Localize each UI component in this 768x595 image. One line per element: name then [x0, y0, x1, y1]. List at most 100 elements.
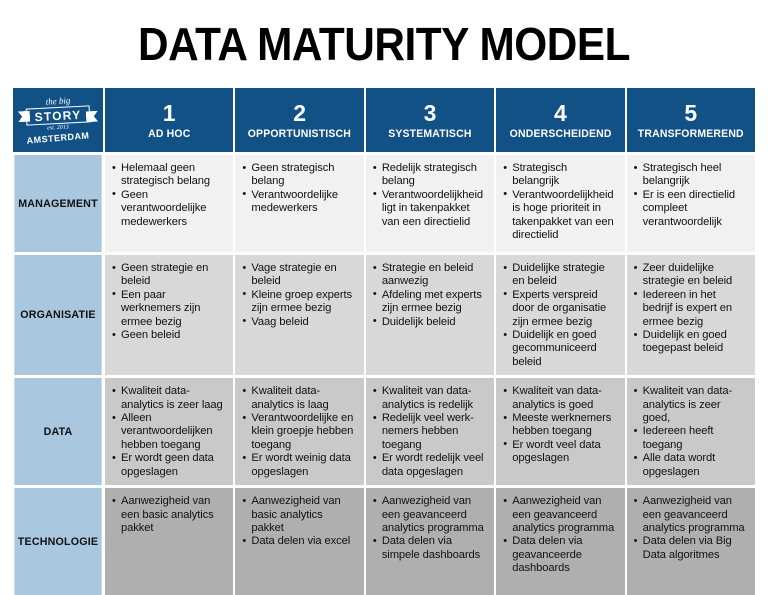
bullet-list: Strategie en beleid aanwezigAfdeling met…: [373, 262, 486, 329]
row-label-management: MANAGEMENT: [14, 155, 102, 252]
bullet-item: Geen verantwoordelijke medewerkers: [112, 188, 225, 229]
bullet-item: Alle data wordt opgeslagen: [634, 452, 747, 479]
bullet-item: Er wordt geen data opgeslagen: [112, 452, 225, 479]
bullet-item: Vaag beleid: [242, 315, 355, 329]
cell-management-4: Strategisch belangrijkVerantwoordelijkhe…: [496, 155, 625, 252]
cell-technologie-3: Aanwezigheid van een geavanceerd analyti…: [365, 488, 495, 595]
bullet-item: Redelijk veel werk-nemers hebben toegang: [373, 412, 486, 452]
bullet-item: Strategisch heel belangrijk: [634, 162, 747, 189]
bullet-item: Kwaliteit data-analytics is zeer laag: [112, 385, 225, 412]
bullet-list: Strategisch belangrijkVerantwoordelijkhe…: [503, 162, 616, 242]
cell-management-5: Strategisch heel belangrijkEr is een dir…: [626, 155, 756, 252]
column-number: 1: [162, 100, 176, 126]
row-label-data: DATA: [14, 378, 102, 486]
logo-line-story: STORY: [34, 107, 82, 124]
bullet-list: Kwaliteit data-analytics is laagVerantwo…: [242, 385, 355, 479]
matrix-row-data: DATA Kwaliteit data-analytics is zeer la…: [13, 378, 756, 486]
bullet-item: Duidelijk en goed toegepast beleid: [634, 329, 747, 356]
bullet-item: Afdeling met experts zijn ermee bezig: [373, 288, 486, 316]
cell-organisatie-2: Vage strategie en beleidKleine groep exp…: [235, 255, 364, 376]
column-header-1: 1 AD HOC: [105, 88, 234, 152]
page-title: DATA MATURITY MODEL: [138, 18, 630, 70]
bullet-item: Iedereen heeft toegang: [634, 425, 747, 452]
bullet-item: Kwaliteit van data-analytics is goed: [503, 385, 616, 412]
bullet-item: Kwaliteit van data-analytics is zeer goe…: [634, 385, 747, 425]
bullet-item: Kleine groep experts zijn ermee bezig: [242, 288, 355, 316]
bullet-item: Alleen verantwoordelijken hebben toegang: [112, 412, 225, 452]
bullet-item: Data delen via Big Data algoritmes: [634, 535, 747, 562]
column-header-5: 5 TRANSFORMEREND: [626, 88, 756, 152]
cell-management-1: Helemaal geen strategisch belangGeen ver…: [105, 155, 234, 252]
bullet-list: Kwaliteit data-analytics is zeer laagAll…: [112, 385, 225, 479]
column-label: ONDERSCHEIDEND: [509, 128, 612, 140]
row-label-technologie: TECHNOLOGIE: [14, 488, 102, 595]
bullet-list: Vage strategie en beleidKleine groep exp…: [242, 262, 355, 329]
bullet-item: Geen strategie en beleid: [112, 262, 225, 289]
bullet-item: Duidelijke strategie en beleid: [503, 262, 616, 289]
bullet-list: Aanwezigheid van basic analytics pakketD…: [242, 495, 355, 549]
column-label: OPPORTUNISTISCH: [247, 128, 352, 140]
bullet-item: Kwaliteit van data-analytics is redelijk: [373, 385, 486, 412]
bullet-item: Verantwoordelijke medewerkers: [242, 188, 355, 216]
column-header-4: 4 ONDERSCHEIDEND: [496, 88, 625, 152]
the-big-story-amsterdam-logo: the big STORY est. 2013 AMSTERDAM: [18, 92, 98, 148]
bullet-item: Aanwezigheid van een geavanceerd analyti…: [634, 495, 747, 535]
column-header-3: 3 SYSTEMATISCH: [365, 88, 495, 152]
bullet-item: Zeer duidelijke strategie en beleid: [634, 262, 747, 289]
matrix-header-row: the big STORY est. 2013 AMSTERDAM 1 AD H…: [13, 88, 756, 152]
bullet-item: Geen strategisch belang: [242, 162, 355, 189]
cell-data-3: Kwaliteit van data-analytics is redelijk…: [365, 378, 495, 486]
bullet-item: Verantwoordelijke en klein groepje hebbe…: [242, 412, 355, 452]
bullet-list: Kwaliteit van data-analytics is goedMees…: [503, 385, 616, 465]
cell-data-1: Kwaliteit data-analytics is zeer laagAll…: [105, 378, 234, 486]
matrix-row-technologie: TECHNOLOGIE Aanwezigheid van een basic a…: [13, 488, 756, 595]
bullet-item: Duidelijk en goed gecommuniceerd beleid: [503, 329, 616, 369]
cell-technologie-1: Aanwezigheid van een basic analytics pak…: [105, 488, 234, 595]
bullet-list: Aanwezigheid van een geavanceerd analyti…: [634, 495, 747, 562]
bullet-list: Aanwezigheid van een geavanceerd analyti…: [373, 495, 486, 562]
bullet-item: Aanwezigheid van een basic analytics pak…: [112, 495, 225, 535]
cell-management-3: Redelijk strategisch belangVerantwoordel…: [365, 155, 495, 252]
bullet-item: Iedereen in het bedrijf is expert en erm…: [634, 288, 747, 329]
bullet-item: Experts verspreid door de organisatie zi…: [503, 288, 616, 329]
bullet-item: Kwaliteit data-analytics is laag: [242, 385, 355, 412]
cell-technologie-2: Aanwezigheid van basic analytics pakketD…: [235, 488, 364, 595]
bullet-item: Aanwezigheid van een geavanceerd analyti…: [373, 495, 486, 535]
column-label: TRANSFORMEREND: [637, 128, 744, 140]
cell-organisatie-3: Strategie en beleid aanwezigAfdeling met…: [365, 255, 495, 376]
logo-cell: the big STORY est. 2013 AMSTERDAM: [13, 88, 103, 152]
column-number: 5: [684, 100, 698, 126]
bullet-list: Kwaliteit van data-analytics is zeer goe…: [634, 385, 747, 479]
bullet-item: Helemaal geen strategisch belang: [112, 162, 225, 189]
cell-technologie-4: Aanwezigheid van een geavanceerd analyti…: [496, 488, 625, 595]
matrix-row-organisatie: ORGANISATIE Geen strategie en beleidEen …: [13, 255, 756, 376]
bullet-item: Redelijk strategisch belang: [373, 162, 486, 189]
bullet-item: Verantwoordelijkheid ligt in takenpakket…: [373, 188, 486, 229]
bullet-item: Strategisch belangrijk: [503, 162, 616, 189]
column-header-2: 2 OPPORTUNISTISCH: [235, 88, 364, 152]
logo-ribbon: STORY: [25, 105, 91, 126]
bullet-item: Meeste werknemers hebben toegang: [503, 412, 616, 439]
cell-organisatie-4: Duidelijke strategie en beleidExperts ve…: [496, 255, 625, 376]
cell-management-2: Geen strategisch belangVerantwoordelijke…: [235, 155, 364, 252]
bullet-item: Vage strategie en beleid: [242, 262, 355, 289]
bullet-item: Er wordt weinig data opgeslagen: [242, 452, 355, 479]
column-number: 2: [293, 100, 306, 126]
bullet-list: Duidelijke strategie en beleidExperts ve…: [503, 262, 616, 369]
bullet-item: Duidelijk beleid: [373, 315, 486, 329]
bullet-item: Een paar werknemers zijn ermee bezig: [112, 288, 225, 329]
row-label-organisatie: ORGANISATIE: [14, 255, 102, 376]
bullet-item: Data delen via simpele dashboards: [373, 535, 486, 562]
bullet-item: Aanwezigheid van een geavanceerd analyti…: [503, 495, 616, 535]
cell-organisatie-1: Geen strategie en beleidEen paar werknem…: [105, 255, 234, 376]
maturity-matrix: the big STORY est. 2013 AMSTERDAM 1 AD H…: [13, 88, 756, 595]
bullet-item: Geen beleid: [112, 329, 225, 343]
bullet-list: Geen strategie en beleidEen paar werknem…: [112, 262, 225, 343]
bullet-item: Er is een directielid compleet verantwoo…: [634, 188, 747, 229]
bullet-list: Strategisch heel belangrijkEr is een dir…: [634, 162, 747, 229]
bullet-item: Strategie en beleid aanwezig: [373, 262, 486, 289]
bullet-item: Aanwezigheid van basic analytics pakket: [242, 495, 355, 535]
cell-data-5: Kwaliteit van data-analytics is zeer goe…: [626, 378, 756, 486]
matrix-row-management: MANAGEMENT Helemaal geen strategisch bel…: [13, 155, 756, 252]
bullet-item: Data delen via geavanceerde dashboards: [503, 535, 616, 575]
